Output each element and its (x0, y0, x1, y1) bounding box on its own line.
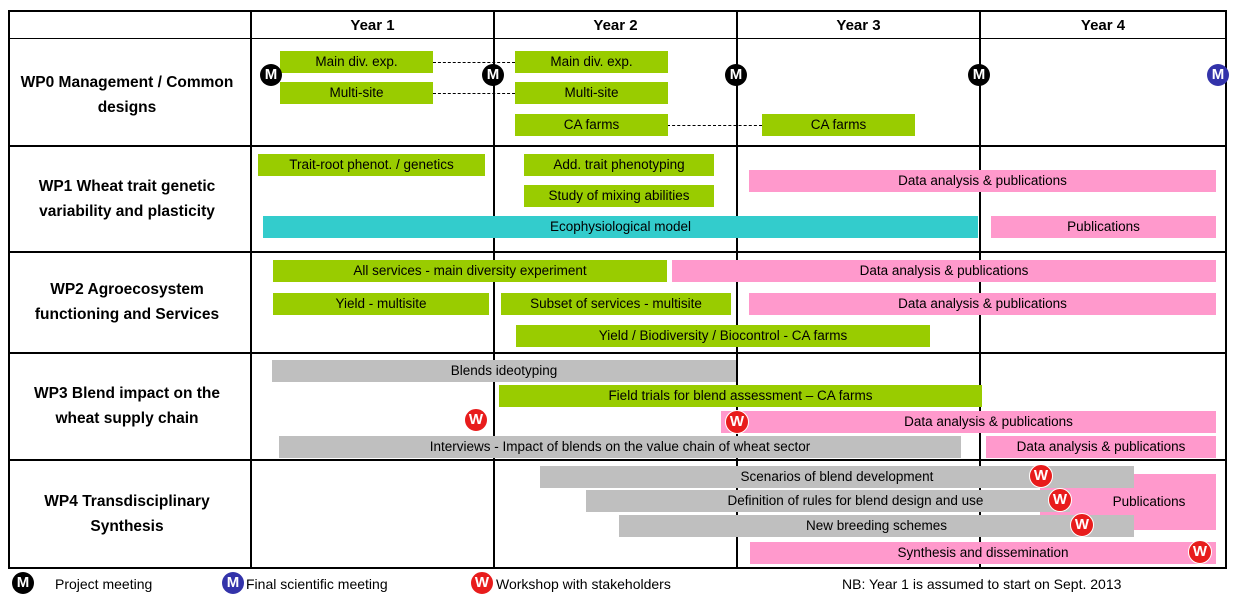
year-4-header: Year 4 (1080, 17, 1126, 34)
meeting-marker: M (968, 64, 990, 86)
task-multisite-2: Multi-site (515, 82, 668, 104)
workshop-marker: W (1188, 540, 1212, 564)
wp3-label: WP3 Blend impact on the wheat supply cha… (12, 355, 242, 457)
legend-workshop: Workshop with stakeholders (496, 576, 671, 592)
task-breeding: New breeding schemes (619, 515, 1134, 537)
wp0-label: WP0 Management / Common designs (12, 48, 242, 142)
task-publications: Publications (991, 216, 1216, 238)
connector-line (433, 62, 515, 63)
wp4-label-text: WP4 Transdisciplinary Synthesis (44, 492, 210, 535)
legend-meeting-icon: M (12, 572, 34, 594)
grid-line (8, 251, 1227, 253)
task-mixing-abilities: Study of mixing abilities (524, 185, 714, 207)
wp1-label: WP1 Wheat trait genetic variability and … (12, 148, 242, 249)
grid-line (979, 10, 981, 568)
grid-line (8, 10, 10, 568)
task-data-analysis-2: Data analysis & publications (986, 436, 1216, 458)
year-2-header: Year 2 (593, 17, 638, 34)
task-ecophysiological-model: Ecophysiological model (263, 216, 978, 238)
grid-line (8, 10, 1227, 12)
task-rules-text: Definition of rules for blend design and… (727, 493, 984, 508)
year-3-header: Year 3 (836, 17, 881, 34)
wp0-label-text: WP0 Management / Common designs (20, 74, 234, 116)
legend-final-meeting-icon: M (222, 572, 244, 594)
task-main-div-exp-2: Main div. exp. (515, 51, 668, 73)
wp1-label-text: WP1 Wheat trait genetic variability and … (38, 177, 216, 220)
task-data-analysis-2: Data analysis & publications (749, 293, 1216, 315)
workshop-marker: W (725, 410, 749, 434)
task-trait-root: Trait-root phenot. / genetics (258, 154, 485, 176)
grid-line (493, 10, 495, 568)
task-interviews: Interviews - Impact of blends on the val… (279, 436, 961, 458)
workshop-marker: W (1029, 464, 1053, 488)
task-scenarios: Scenarios of blend development (540, 466, 1134, 488)
workshop-marker: W (1070, 513, 1094, 537)
legend-workshop-icon: W (470, 571, 494, 595)
task-blends-ideotyping: Blends ideotyping (272, 360, 736, 382)
task-publications-text: Publications (1112, 494, 1186, 509)
grid-line (8, 567, 1227, 569)
task-all-services: All services - main diversity experiment (273, 260, 667, 282)
grid-line (8, 38, 1227, 39)
wp4-label: WP4 Transdisciplinary Synthesis (12, 462, 242, 565)
workshop-marker: W (464, 408, 488, 432)
task-ca-farms-1: CA farms (515, 114, 668, 136)
connector-line (667, 125, 762, 126)
task-field-trials: Field trials for blend assessment – CA f… (499, 385, 982, 407)
task-data-analysis: Data analysis & publications (749, 170, 1216, 192)
meeting-marker: M (725, 64, 747, 86)
task-subset-services: Subset of services - multisite (501, 293, 731, 315)
meeting-marker: M (260, 64, 282, 86)
year-1-header: Year 1 (350, 17, 395, 34)
workshop-marker: W (1048, 488, 1072, 512)
wp3-label-text: WP3 Blend impact on the wheat supply cha… (33, 385, 220, 427)
task-rules: Definition of rules for blend design and… (586, 490, 1070, 512)
task-data-analysis-1-text: Data analysis & publications (904, 414, 1073, 429)
final-meeting-marker: M (1207, 64, 1229, 86)
grid-line (1225, 10, 1227, 568)
task-yield-multisite: Yield - multisite (273, 293, 489, 315)
task-ca-farms-2: CA farms (762, 114, 915, 136)
wp2-label-text: WP2 Agroecosystem functioning and Servic… (34, 281, 220, 323)
grid-line (8, 352, 1227, 354)
legend-final-meeting: Final scientific meeting (246, 576, 388, 592)
grid-line (8, 145, 1227, 147)
grid-line (8, 459, 1227, 461)
task-main-div-exp-1: Main div. exp. (280, 51, 433, 73)
task-synthesis: Synthesis and dissemination (750, 542, 1216, 564)
task-yield-biodiversity: Yield / Biodiversity / Biocontrol - CA f… (516, 325, 930, 347)
task-data-analysis-1: Data analysis & publications (672, 260, 1216, 282)
legend-note: NB: Year 1 is assumed to start on Sept. … (842, 576, 1122, 592)
connector-line (433, 93, 515, 94)
meeting-marker: M (482, 64, 504, 86)
wp2-label: WP2 Agroecosystem functioning and Servic… (12, 254, 242, 350)
task-add-trait: Add. trait phenotyping (524, 154, 714, 176)
legend-project-meeting: Project meeting (55, 576, 153, 592)
task-multisite-1: Multi-site (280, 82, 433, 104)
grid-line (250, 10, 252, 568)
grid-line (736, 10, 738, 568)
task-data-analysis-1: Data analysis & publications (721, 411, 1216, 433)
